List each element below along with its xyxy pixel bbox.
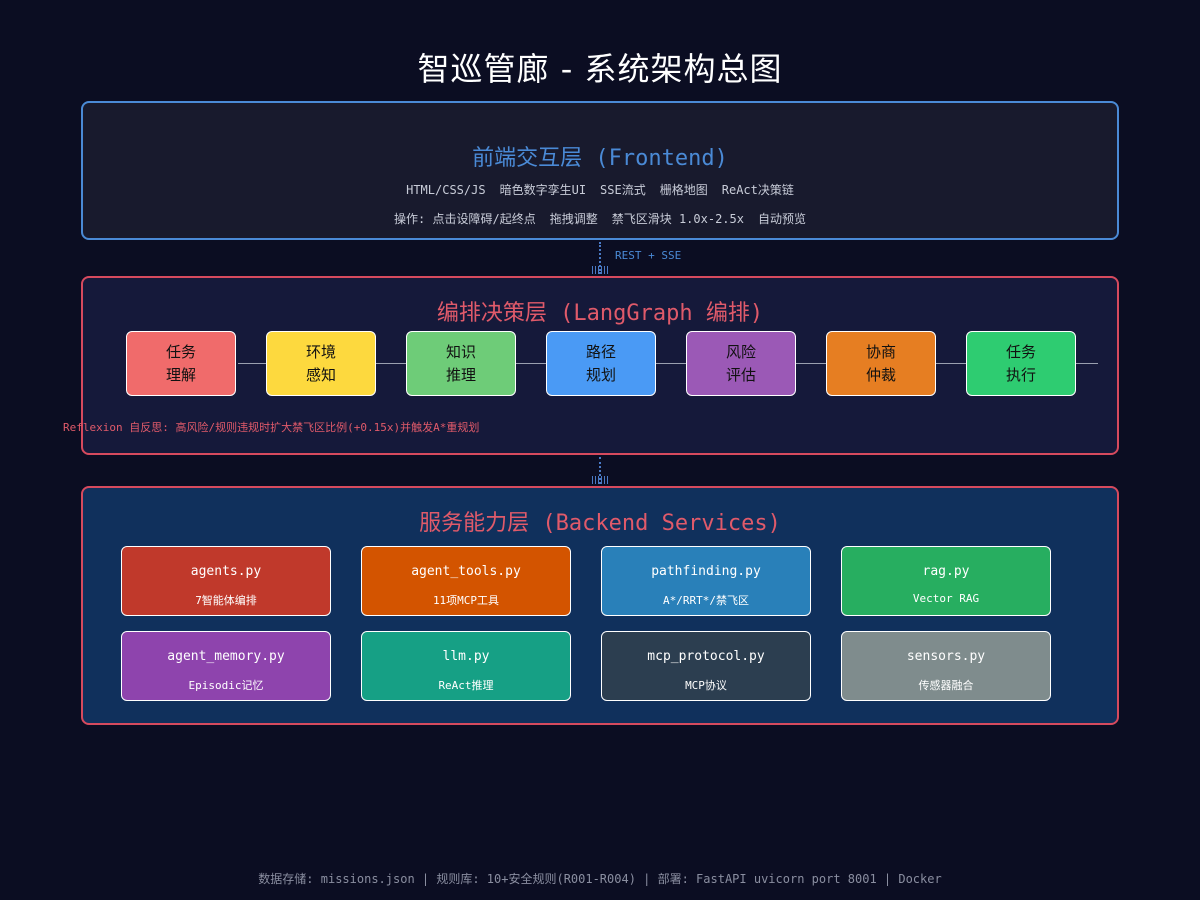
connector-arrowhead (592, 476, 608, 484)
service-card: agents.py 7智能体编排 (121, 546, 331, 616)
service-name: pathfinding.py (651, 564, 761, 579)
pipeline-step-label: 风险 (725, 342, 756, 361)
pipeline-step: 风险评估 (686, 331, 796, 396)
page-title: 智巡管廊 - 系统架构总图 (417, 50, 783, 88)
pipeline-step-label: 环境 (305, 342, 336, 361)
service-name: agents.py (190, 564, 262, 579)
frontend-layer: 前端交互层 (Frontend) HTML/CSS/JS 暗色数字孪生UI SSE流… (81, 101, 1119, 240)
service-name: rag.py (922, 564, 970, 579)
service-name: llm.py (442, 649, 490, 664)
frontend-feature: ReAct决策链 (721, 183, 794, 197)
frontend-op: 拖拽调整 (549, 212, 598, 226)
reflexion-note: Reflexion 自反思: 高风险/规则违规时扩大禁飞区比例(+0.15x)并… (63, 421, 480, 434)
pipeline-step: 任务理解 (126, 331, 236, 396)
service-description: Episodic记忆 (188, 679, 264, 692)
service-name: agent_memory.py (167, 649, 285, 664)
pipeline-step: 任务执行 (966, 331, 1076, 396)
pipeline-step: 协商仲裁 (826, 331, 936, 396)
frontend-feature: 栅格地图 (659, 183, 708, 197)
service-description: 7智能体编排 (195, 594, 257, 607)
service-name: sensors.py (906, 649, 986, 664)
service-name: mcp_protocol.py (647, 649, 765, 664)
pipeline-step-label: 理解 (165, 365, 196, 384)
backend-layer: 服务能力层 (Backend Services) agents.py 7智能体编排… (81, 486, 1119, 725)
pipeline-step-label: 路径 (585, 342, 616, 361)
frontend-feature: 暗色数字孪生UI (499, 183, 587, 197)
pipeline-step: 知识推理 (406, 331, 516, 396)
connector-arrowhead (592, 266, 608, 274)
pipeline-step-label: 执行 (1005, 365, 1036, 384)
backend-layer-title: 服务能力层 (Backend Services) (419, 511, 781, 536)
connector-orchestration-backend (599, 457, 601, 484)
frontend-feature: HTML/CSS/JS (406, 183, 486, 197)
pipeline-step: 环境感知 (266, 331, 376, 396)
pipeline-step-label: 仲裁 (865, 365, 896, 384)
pipeline-step: 路径规划 (546, 331, 656, 396)
service-description: ReAct推理 (438, 679, 494, 692)
connector-frontend-orchestration (599, 242, 601, 274)
orchestration-layer-title: 编排决策层 (LangGraph 编排) (436, 301, 764, 326)
frontend-features: HTML/CSS/JS 暗色数字孪生UI SSE流式栅格地图 ReAct决策链 (83, 181, 1117, 198)
service-description: 11项MCP工具 (432, 594, 500, 607)
pipeline-step-label: 任务 (165, 342, 196, 361)
service-card: agent_tools.py 11项MCP工具 (361, 546, 571, 616)
pipeline-step-label: 任务 (1005, 342, 1036, 361)
service-name: agent_tools.py (411, 564, 521, 579)
frontend-op: 操作: 点击设障碍/起终点 (394, 212, 536, 226)
frontend-feature: SSE流式 (600, 183, 646, 197)
service-description: MCP协议 (685, 679, 727, 692)
pipeline-step-label: 协商 (865, 342, 896, 361)
frontend-op: 禁飞区滑块 1.0x-2.5x (611, 212, 744, 226)
pipeline-line (238, 363, 1098, 364)
service-description: 传感器融合 (918, 679, 974, 692)
footer: 数据存储: missions.json | 规则库: 10+安全规则(R001-… (258, 872, 942, 886)
connector-label: REST + SSE (615, 249, 682, 262)
pipeline-step-label: 知识 (445, 342, 476, 361)
pipeline-step-label: 规划 (585, 365, 616, 384)
frontend-operations: 操作: 点击设障碍/起终点拖拽调整禁飞区滑块 1.0x-2.5x 自动预览 (83, 210, 1117, 227)
orchestration-layer: 编排决策层 (LangGraph 编排) 任务理解环境感知知识推理路径规划风险评… (63, 276, 1119, 455)
pipeline-step-label: 评估 (725, 365, 756, 384)
service-description: A*/RRT*/禁飞区 (663, 594, 749, 607)
frontend-layer-title: 前端交互层 (Frontend) (472, 146, 728, 171)
service-card: sensors.py 传感器融合 (841, 631, 1051, 701)
pipeline-step-label: 感知 (305, 365, 336, 384)
service-description: Vector RAG (912, 592, 980, 605)
frontend-op: 自动预览 (757, 212, 806, 226)
pipeline-step-label: 推理 (445, 365, 476, 384)
